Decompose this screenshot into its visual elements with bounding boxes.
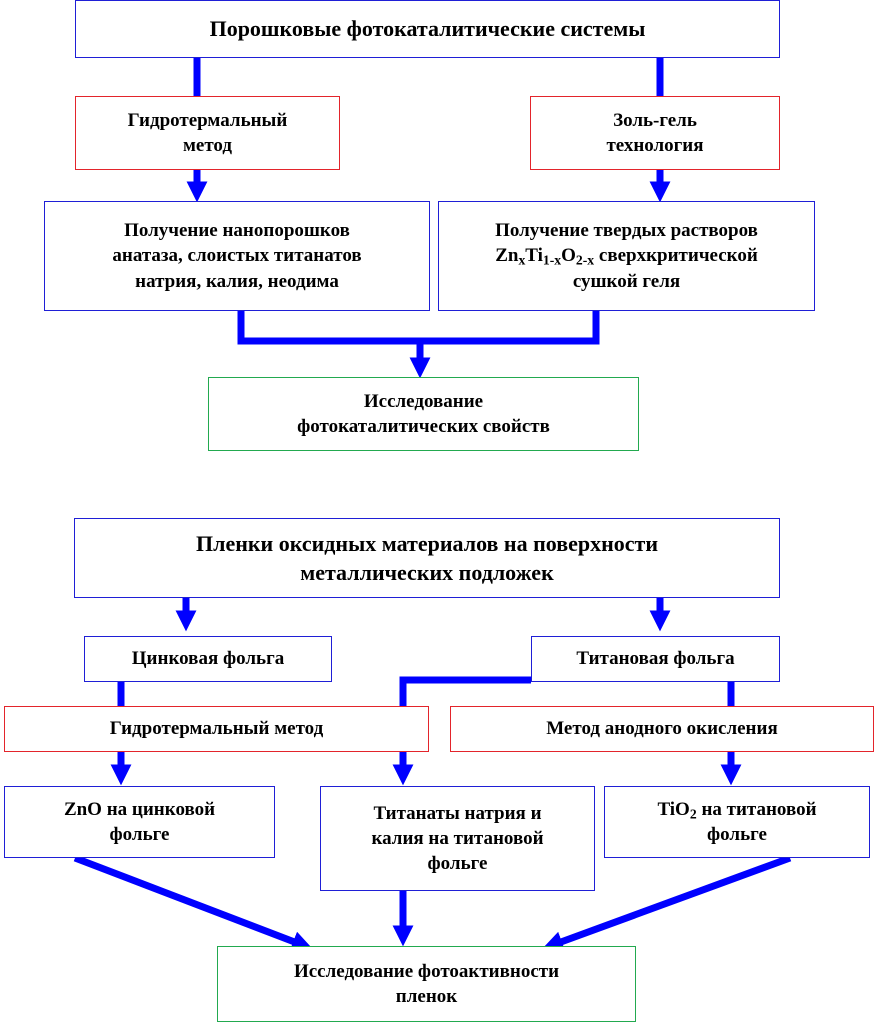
formula-sub-1-x: 1-x	[542, 252, 562, 268]
formula-ti: Ti	[525, 245, 543, 267]
box-hydrothermal-method: Гидротермальный метод	[75, 96, 340, 170]
box-anodic-oxidation: Метод анодного окисления	[450, 706, 874, 752]
box-titanium-foil: Титановая фольга	[531, 636, 780, 682]
photocatalytic-research-line-2: фотокаталитических свойств	[297, 416, 550, 437]
merge-line-section1	[237, 310, 600, 345]
box-solid-solutions: Получение твердых растворов ZnxTi1-xO2-x…	[438, 201, 815, 311]
box-sol-gel-technology: Золь-гель технология	[530, 96, 780, 170]
box-film-photoactivity-research: Исследование фотоактивности пленок	[217, 946, 636, 1022]
tio2-tail: на титановой	[696, 798, 817, 820]
film-photoactivity-text: Исследование фотоактивности пленок	[294, 959, 559, 1009]
film-photoactivity-line-2: пленок	[395, 986, 458, 1007]
photocatalytic-research-text: Исследование фотокаталитических свойств	[297, 389, 550, 439]
zno-line-2: фольге	[109, 824, 170, 845]
sol-gel-text: Золь-гель технология	[606, 108, 703, 158]
box-zno-on-zinc-foil: ZnO на цинковой фольге	[4, 786, 275, 858]
solid-solutions-text: Получение твердых растворов ZnxTi1-xO2-x…	[495, 218, 758, 293]
nanopowders-line-1: Получение нанопорошков	[124, 220, 350, 242]
titanates-line-3: фольге	[427, 853, 488, 875]
arrow-tio2-to-research	[542, 854, 792, 952]
box-zinc-foil: Цинковая фольга	[84, 636, 332, 682]
box-photocatalytic-research: Исследование фотокаталитических свойств	[208, 377, 639, 451]
formula-zn: Zn	[495, 245, 519, 267]
zno-text: ZnO на цинковой фольге	[64, 797, 215, 847]
box-titanates-on-titanium-foil: Титанаты натрия и калия на титановой фол…	[320, 786, 595, 891]
tio2-line-1: TiO2 на титановой	[657, 797, 816, 822]
powder-systems-title-text: Порошковые фотокаталитические системы	[209, 16, 646, 42]
box-powder-systems-title: Порошковые фотокаталитические системы	[75, 0, 780, 58]
tio2-text: TiO2 на титановой фольге	[657, 797, 816, 847]
oxide-films-title-text: Пленки оксидных материалов на поверхност…	[196, 529, 658, 587]
box-oxide-films-title: Пленки оксидных материалов на поверхност…	[74, 518, 780, 598]
box-nanopowders: Получение нанопорошков анатаза, слоистых…	[44, 201, 430, 311]
formula-sub-2-x: 2-x	[575, 252, 595, 268]
titanates-line-1: Титанаты натрия и	[373, 802, 542, 824]
line-titanium-foil-to-titanates	[399, 676, 531, 706]
hydrothermal-films-text: Гидротермальный метод	[109, 718, 324, 740]
oxide-films-title-line-2: металлических подложек	[300, 560, 554, 585]
nanopowders-text: Получение нанопорошков анатаза, слоистых…	[112, 218, 361, 293]
box-hydrothermal-method-films: Гидротермальный метод	[4, 706, 429, 752]
zinc-foil-text: Цинковая фольга	[131, 648, 285, 670]
hydrothermal-line-1: Гидротермальный	[127, 109, 288, 131]
anodic-oxidation-text: Метод анодного окисления	[546, 718, 778, 740]
titanates-line-2: калия на титановой	[371, 827, 544, 849]
nanopowders-line-2: анатаза, слоистых титанатов	[112, 245, 362, 267]
formula-o: O	[561, 245, 576, 267]
formula-tail: сверхкритической	[594, 245, 758, 267]
formula-sub-x: x	[518, 252, 526, 268]
nanopowders-line-3: натрия, калия, неодима	[135, 270, 339, 292]
titanium-foil-text: Титановая фольга	[576, 648, 735, 670]
film-photoactivity-line-1: Исследование фотоактивности	[293, 960, 560, 982]
sol-gel-line-2: технология	[606, 135, 704, 156]
arrow-zno-to-research	[73, 854, 313, 952]
solid-solutions-line-1: Получение твердых растворов	[495, 220, 758, 242]
photocatalytic-research-line-1: Исследование	[363, 390, 484, 412]
hydrothermal-line-2: метод	[182, 135, 232, 156]
oxide-films-title-line-1: Пленки оксидных материалов на поверхност…	[195, 530, 659, 556]
hydrothermal-method-text: Гидротермальный метод	[128, 108, 288, 158]
solid-solutions-formula-line: ZnxTi1-xO2-x сверхкритической	[495, 243, 758, 268]
sol-gel-line-1: Золь-гель	[613, 109, 697, 131]
zno-line-1: ZnO на цинковой	[63, 798, 216, 820]
tio2-formula: TiO	[657, 798, 690, 820]
titanates-text: Титанаты натрия и калия на титановой фол…	[371, 801, 543, 876]
box-tio2-on-titanium-foil: TiO2 на титановой фольге	[604, 786, 870, 858]
solid-solutions-line-3: сушкой геля	[572, 270, 681, 292]
tio2-sub-2: 2	[689, 806, 697, 822]
tio2-line-2: фольге	[707, 824, 767, 845]
